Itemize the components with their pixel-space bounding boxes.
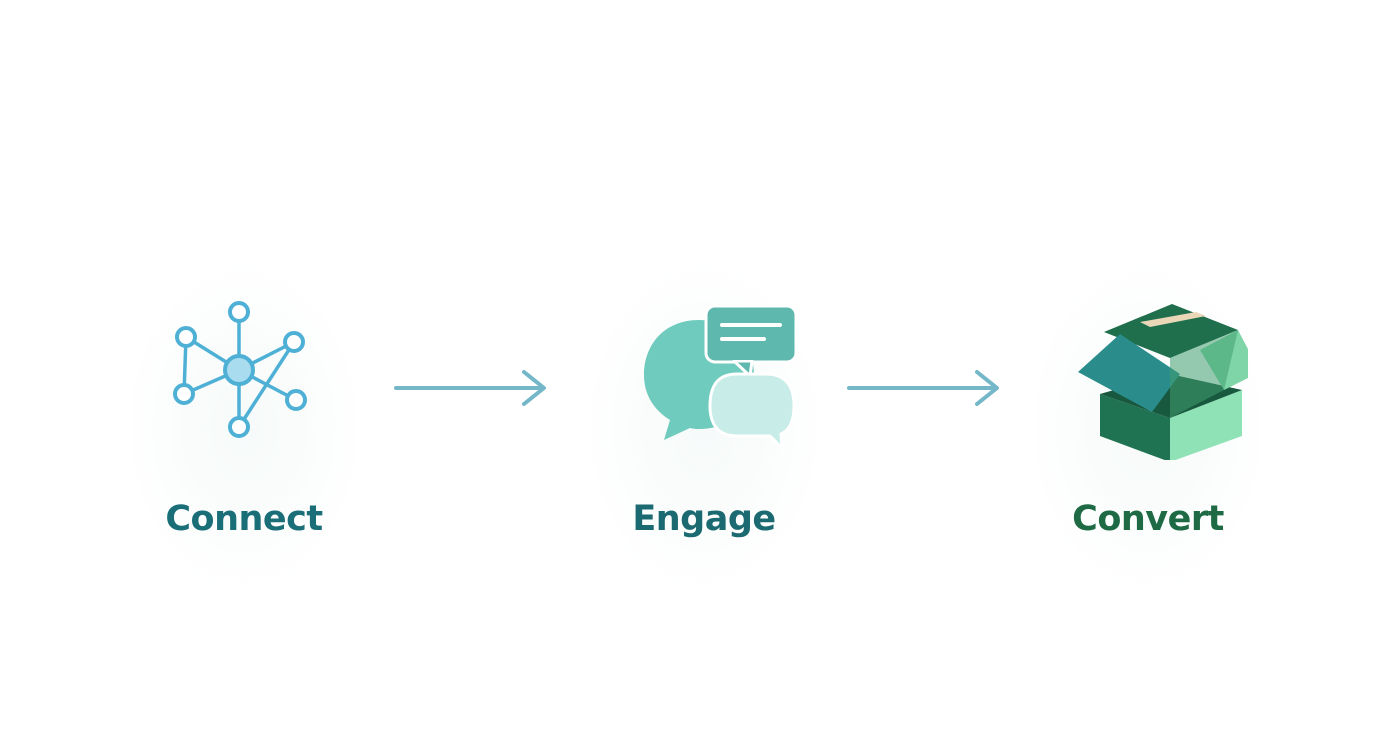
- network-icon: [144, 290, 344, 460]
- step-label-engage: Engage: [632, 499, 776, 539]
- arrow-right-icon: [845, 366, 1005, 410]
- step-engage: Engage: [584, 262, 824, 592]
- arrow-right-icon: [392, 366, 552, 410]
- step-convert: Convert: [1028, 262, 1268, 592]
- open-box-icon: [1048, 290, 1248, 460]
- chat-bubbles-icon: [604, 290, 804, 460]
- step-label-convert: Convert: [1072, 499, 1224, 539]
- step-label-connect: Connect: [165, 499, 323, 539]
- step-connect: Connect: [124, 262, 364, 592]
